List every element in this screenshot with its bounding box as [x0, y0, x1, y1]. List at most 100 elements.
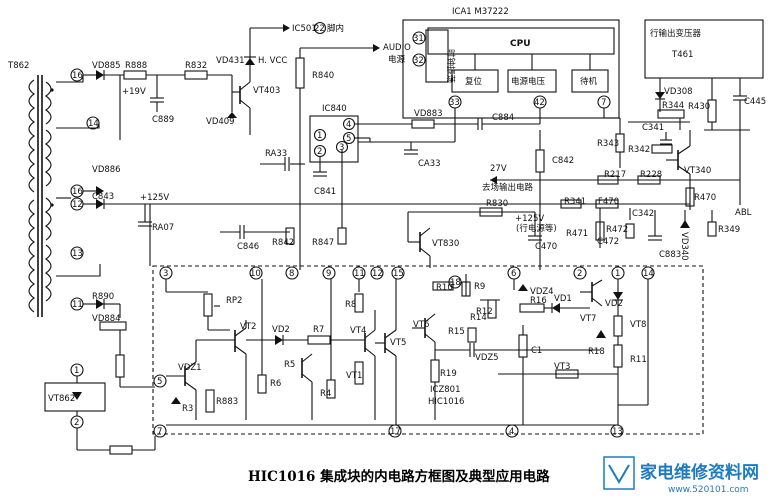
- svg-text:ICZ801: ICZ801: [430, 385, 461, 395]
- svg-text:RA07: RA07: [152, 223, 174, 233]
- svg-text:VD886: VD886: [92, 165, 121, 175]
- svg-text:待机: 待机: [580, 76, 598, 87]
- svg-text:VD340: VD340: [679, 232, 689, 261]
- svg-text:VD409: VD409: [206, 117, 235, 127]
- watermark-url: www.520101.com: [668, 485, 749, 495]
- svg-text:R472: R472: [606, 225, 628, 235]
- svg-text:1: 1: [74, 366, 79, 376]
- svg-text:13: 13: [612, 427, 623, 437]
- svg-text:R840: R840: [312, 71, 334, 81]
- svg-text:CPU: CPU: [510, 39, 531, 49]
- svg-text:C846: C846: [237, 242, 259, 252]
- svg-text:C883: C883: [659, 250, 681, 260]
- svg-text:9: 9: [326, 269, 331, 279]
- flyback-t461: 行输出变压器 T461 VD308 R344 R430 C445: [644, 19, 766, 131]
- svg-text:RP2: RP2: [226, 296, 242, 306]
- svg-text:VT1: VT1: [346, 371, 362, 381]
- svg-text:16: 16: [72, 71, 83, 81]
- svg-text:VD2: VD2: [605, 299, 623, 309]
- figure-title: HIC1016 集成块的内电路方框图及典型应用电路: [248, 468, 550, 485]
- svg-text:VD1: VD1: [554, 294, 572, 304]
- svg-text:时钟振荡: 时钟振荡: [445, 49, 456, 84]
- svg-text:C342: C342: [632, 209, 654, 219]
- svg-text:H. VCC: H. VCC: [258, 56, 287, 66]
- svg-text:VT830: VT830: [432, 239, 459, 249]
- svg-text:VT6: VT6: [413, 320, 429, 330]
- svg-text:31: 31: [413, 34, 424, 44]
- svg-text:R470: R470: [694, 193, 716, 203]
- svg-text:C472: C472: [597, 237, 619, 247]
- svg-text:32: 32: [413, 56, 424, 66]
- watermark: 家电维修资料网 www.520101.com: [603, 456, 759, 495]
- svg-text:VT5: VT5: [390, 338, 406, 348]
- svg-text:ABL: ABL: [735, 208, 752, 218]
- left-input: R890 VD884 1 2 VT862: [44, 204, 156, 455]
- svg-text:5: 5: [157, 377, 162, 387]
- transformer-t862: T862 16 14 16 12 13 11: [7, 61, 101, 317]
- svg-text:14: 14: [643, 269, 654, 279]
- svg-text:R12: R12: [476, 307, 493, 317]
- svg-text:C470: C470: [535, 242, 557, 252]
- svg-text:IC501: IC501: [292, 24, 317, 34]
- vt340-stage: R343 C341 R342 VT340 27V 去场输出电路 R217 R22…: [482, 108, 752, 218]
- svg-text:R7: R7: [313, 325, 324, 335]
- svg-text:VT862: VT862: [48, 394, 75, 404]
- svg-text:复位: 复位: [465, 76, 483, 87]
- svg-text:C445: C445: [744, 97, 766, 107]
- svg-text:R830: R830: [486, 199, 508, 209]
- svg-text:1: 1: [317, 131, 322, 141]
- audio-feed: AUDIO 电源 R840: [295, 43, 411, 270]
- svg-text:10: 10: [250, 269, 261, 279]
- svg-text:VDZ4: VDZ4: [530, 287, 554, 297]
- svg-text:行输出变压器: 行输出变压器: [650, 28, 702, 39]
- svg-text:R15: R15: [448, 327, 465, 337]
- watermark-name: 家电维修资料网: [640, 462, 759, 483]
- mid-caps: C846 R842 R847: [220, 150, 347, 252]
- svg-text:11: 11: [354, 269, 365, 279]
- svg-text:7: 7: [601, 98, 606, 108]
- svg-text:R883: R883: [216, 397, 238, 407]
- svg-text:VT7: VT7: [580, 314, 596, 324]
- svg-text:VT3: VT3: [554, 362, 570, 372]
- svg-text:R888: R888: [125, 61, 147, 71]
- svg-text:4: 4: [509, 427, 514, 437]
- svg-text:3: 3: [163, 269, 168, 279]
- svg-text:R6: R6: [270, 379, 281, 389]
- svg-text:IC840: IC840: [322, 104, 347, 114]
- svg-text:VDZ1: VDZ1: [178, 363, 202, 373]
- svg-text:脚内: 脚内: [327, 23, 344, 34]
- icz801-internals: RP2 VT2 VD2 R7 VT4 R8 VT5: [165, 274, 649, 426]
- svg-text:R842: R842: [272, 238, 294, 248]
- svg-text:AUDIO: AUDIO: [383, 43, 411, 53]
- svg-text:C842: C842: [552, 156, 574, 166]
- svg-text:R5: R5: [284, 360, 295, 370]
- svg-text:去场输出电路: 去场输出电路: [482, 182, 534, 193]
- vt403-stage: VT403 VD431 H. VCC VD409 IC501 22 脚内: [206, 21, 344, 135]
- svg-text:R16: R16: [530, 296, 547, 306]
- svg-text:8: 8: [289, 269, 294, 279]
- svg-text:ICA1 M37222: ICA1 M37222: [452, 7, 509, 17]
- svg-text:12: 12: [372, 269, 383, 279]
- svg-text:HIC1016: HIC1016: [428, 397, 464, 407]
- svg-text:R19: R19: [440, 369, 457, 379]
- svg-text:3: 3: [339, 143, 344, 153]
- top-rail: VD885 R888 R832 +19V C889: [83, 61, 232, 140]
- svg-text:RA33: RA33: [265, 149, 287, 159]
- svg-text:VT340: VT340: [684, 166, 711, 176]
- svg-text:2: 2: [74, 418, 79, 428]
- svg-text:5: 5: [346, 134, 351, 144]
- svg-text:42: 42: [534, 98, 545, 108]
- svg-text:CA33: CA33: [418, 159, 441, 169]
- svg-text:R847: R847: [312, 238, 334, 248]
- svg-text:4: 4: [346, 120, 351, 130]
- svg-text:12: 12: [72, 200, 83, 210]
- svg-text:R8: R8: [345, 300, 356, 310]
- svg-text:R18: R18: [588, 347, 605, 357]
- svg-text:R832: R832: [185, 61, 207, 71]
- svg-text:R342: R342: [628, 145, 650, 155]
- svg-text:R10: R10: [436, 283, 453, 293]
- v125-rail: C843 +125V RA07 VD886: [83, 165, 690, 233]
- svg-text:R349: R349: [718, 225, 740, 235]
- svg-text:VD431: VD431: [216, 56, 245, 66]
- svg-text:电源电压: 电源电压: [511, 76, 546, 87]
